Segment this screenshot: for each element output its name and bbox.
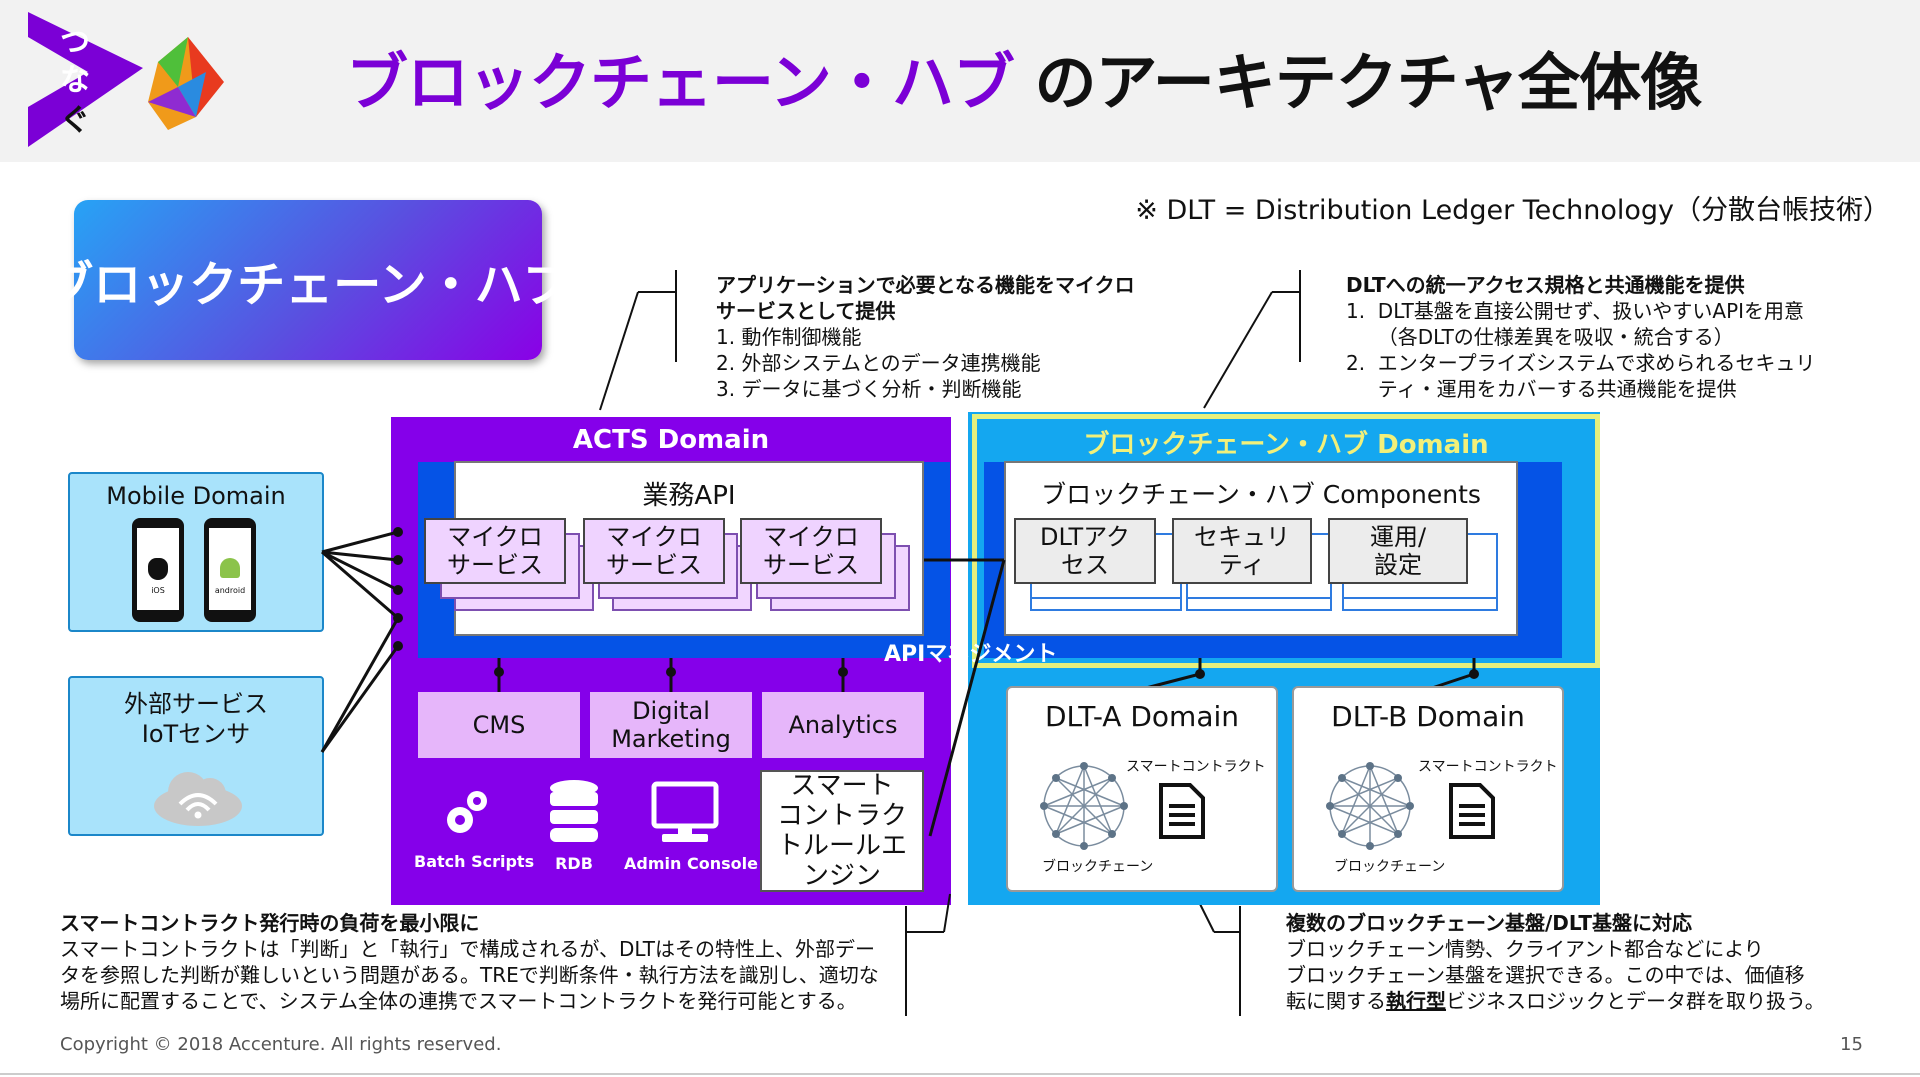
bottom-right-text: 複数のブロックチェーン基盤/DLT基盤に対応 ブロックチェーン情勢、クライアント… (1286, 910, 1825, 1014)
bottom-right-line3a: 転に関する (1286, 989, 1386, 1013)
document-icon (1159, 783, 1205, 839)
page-title: ブロックチェーン・ハブ のアーキテクチャ全体像 (346, 32, 1703, 122)
microservice-card: マイクロ サービス (583, 518, 725, 584)
microservice-card: マイクロ サービス (424, 518, 566, 584)
title-rest: のアーキテクチャ全体像 (1034, 46, 1703, 119)
document-icon (1449, 783, 1495, 839)
dlt-b-domain: DLT-B Domain スマートコントラクト ブロックチェーン (1292, 686, 1564, 892)
callout-right-item: 2. エンタープライズシステムで求められるセキュリ (1346, 351, 1816, 375)
header-bar (0, 0, 1920, 162)
logo: つ な ぐ (28, 12, 238, 147)
smart-contract-rule-engine: スマート コントラク トルールエ ンジン (760, 770, 924, 892)
callout-left-heading: アプリケーションで必要となる機能をマイクロ (716, 273, 1135, 297)
hub-components-label: ブロックチェーン・ハブ Components (1041, 480, 1481, 509)
bottom-left-line: タを参照した判断が難しいという問題がある。TREで判断条件・執行方法を識別し、適… (60, 963, 879, 987)
ios-label: iOS (151, 586, 165, 595)
bottom-left-line: 場所に配置することで、システム全体の連携でスマートコントラクトを発行可能とする。 (60, 989, 857, 1013)
security-card: セキュリ ティ (1172, 518, 1312, 584)
logo-mark: つ な ぐ (28, 12, 224, 147)
hub-badge: ブロックチェーン・ハブ (45, 200, 571, 360)
iot-sensor-label: IoTセンサ (141, 720, 251, 748)
api-management-label: APIマネジメント (884, 642, 1058, 667)
android-phone-icon: android (204, 518, 256, 622)
bottom-left-heading: スマートコントラクト発行時の負荷を最小限に (60, 911, 480, 935)
ios-phone-icon: iOS (132, 518, 184, 622)
svg-text:な: な (60, 63, 90, 98)
bottom-left-line: スマートコントラクトは「判断」と「執行」で構成されるが、DLTはその特性上、外部… (60, 937, 876, 961)
footer-rule (0, 1073, 1920, 1075)
bottom-right-line: ブロックチェーン基盤を選択できる。この中では、価値移 (1286, 963, 1805, 987)
external-service-label: 外部サービス (124, 690, 268, 718)
dlt-b-label: DLT-B Domain (1331, 700, 1525, 733)
bottom-right-heading: 複数のブロックチェーン基盤/DLT基盤に対応 (1286, 911, 1692, 935)
dlt-a-label: DLT-A Domain (1044, 700, 1240, 733)
callout-left-item: 2. 外部システムとのデータ連携機能 (716, 351, 1041, 375)
smart-contract-label: スマートコントラクト (1126, 759, 1266, 775)
smart-contract-label: スマートコントラクト (1418, 759, 1558, 775)
bottom-left-text: スマートコントラクト発行時の負荷を最小限に スマートコントラクトは「判断」と「執… (60, 910, 879, 1014)
dlt-note: ※ DLT = Distribution Ledger Technology（分… (1135, 195, 1890, 226)
blockchain-network-icon (1040, 762, 1128, 850)
dlt-access-card: DLTアク セス (1014, 518, 1156, 584)
hub-domain-title: ブロックチェーン・ハブ Domain (1083, 430, 1489, 460)
external-service-box: 外部サービス IoTセンサ (68, 676, 324, 836)
digital-marketing-card: Digital Marketing (590, 692, 752, 758)
rdb-label: RDB (555, 854, 593, 873)
microservice-card: マイクロ サービス (740, 518, 882, 584)
callout-left-heading2: サービスとして提供 (716, 299, 896, 323)
analytics-card: Analytics (762, 692, 924, 758)
bottom-right-line3c: ビジネスロジックとデータ群を取り扱う。 (1446, 989, 1825, 1013)
batch-scripts-label: Batch Scripts (414, 852, 535, 871)
database-icon (550, 780, 598, 842)
android-label: android (214, 586, 246, 595)
callout-right-item: （各DLTの仕様差異を吸収・統合する） (1346, 325, 1734, 349)
callout-right-heading: DLTへの統一アクセス規格と共通機能を提供 (1346, 273, 1745, 297)
cms-card: CMS (418, 692, 580, 758)
page-number: 15 (1840, 1034, 1863, 1055)
blockchain-label: ブロックチェーン (1334, 859, 1446, 875)
bottom-right-emphasis: 執行型 (1386, 989, 1446, 1013)
svg-text:つ: つ (60, 25, 90, 60)
ops-settings-card: 運用/ 設定 (1328, 518, 1468, 584)
copyright: Copyright © 2018 Accenture. All rights r… (60, 1034, 502, 1055)
callout-right: DLTへの統一アクセス規格と共通機能を提供 1. DLT基盤を直接公開せず、扱い… (1346, 272, 1815, 402)
admin-console-label: Admin Console (624, 854, 758, 873)
callout-left-item: 3. データに基づく分析・判断機能 (716, 377, 1022, 401)
acts-domain-title: ACTS Domain (572, 425, 770, 455)
business-api-label: 業務API (642, 481, 736, 511)
blockchain-label: ブロックチェーン (1042, 859, 1154, 875)
hub-highlight-frame (972, 414, 1600, 668)
svg-text:ぐ: ぐ (60, 103, 90, 138)
bottom-right-line: ブロックチェーン情勢、クライアント都合などにより (1286, 937, 1764, 961)
blockchain-network-icon (1326, 762, 1414, 850)
title-highlight: ブロックチェーン・ハブ (346, 46, 1015, 119)
monitor-icon (651, 781, 719, 842)
gears-icon (447, 791, 487, 833)
callout-right-item: ティ・運用をカバーする共通機能を提供 (1346, 377, 1737, 401)
callout-right-item: 1. DLT基盤を直接公開せず、扱いやすいAPIを用意 (1346, 299, 1805, 323)
callout-left-item: 1. 動作制御機能 (716, 325, 862, 349)
mobile-domain-label: Mobile Domain (106, 482, 286, 510)
cloud-wifi-icon (154, 772, 242, 826)
bottom-right-line3: 転に関する執行型ビジネスロジックとデータ群を取り扱う。 (1286, 988, 1825, 1014)
dlt-a-domain: DLT-A Domain スマートコントラクト ブロックチェーン (1006, 686, 1278, 892)
callout-left: アプリケーションで必要となる機能をマイクロ サービスとして提供 1. 動作制御機… (716, 272, 1135, 402)
